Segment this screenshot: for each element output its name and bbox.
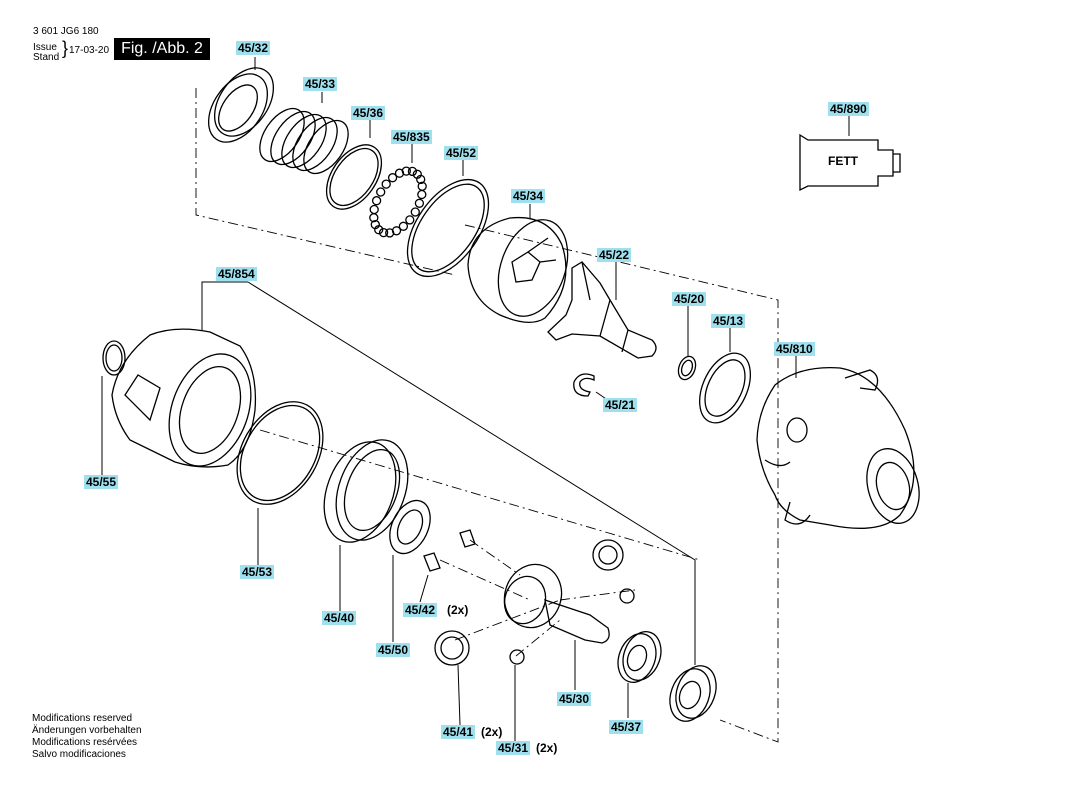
ball — [376, 187, 386, 197]
ball — [410, 207, 420, 217]
part-45-22-anvil — [547, 261, 657, 359]
callout-45-22[interactable]: 45/22 — [597, 248, 632, 262]
part-number: 3 601 JG6 180 — [33, 26, 99, 37]
quantity-45-42: (2x) — [447, 603, 469, 617]
callout-45-40[interactable]: 45/40 — [322, 611, 357, 625]
callout-45-32[interactable]: 45/32 — [236, 41, 271, 55]
part-45-854-hammer-case — [111, 328, 257, 468]
callout-45-810[interactable]: 45/810 — [774, 342, 815, 356]
callout-45-41[interactable]: 45/41 — [441, 725, 476, 739]
grease-label: FETT — [828, 154, 858, 168]
part-45-52-washer — [406, 178, 490, 278]
assembly-axis-lines — [195, 88, 779, 743]
footer-line-de: Änderungen vorbehalten — [32, 725, 142, 736]
issue-date: 17-03-20 — [69, 45, 110, 56]
ball — [414, 198, 425, 208]
part-45-21-circlip — [573, 373, 595, 397]
callout-45-13[interactable]: 45/13 — [711, 314, 746, 328]
part-45-34-hammer — [467, 216, 569, 323]
callout-45-21[interactable]: 45/21 — [603, 398, 638, 412]
part-45-31-balls — [509, 588, 635, 665]
callout-45-36[interactable]: 45/36 — [351, 106, 386, 120]
ball — [394, 168, 405, 178]
callout-45-854[interactable]: 45/854 — [216, 267, 257, 281]
callout-45-52[interactable]: 45/52 — [444, 146, 479, 160]
part-45-41-planet-gears — [434, 539, 624, 666]
issue-label: Issue — [33, 42, 57, 53]
ball — [405, 215, 415, 225]
part-45-890-grease-tube — [799, 133, 901, 192]
callout-45-835[interactable]: 45/835 — [391, 130, 432, 144]
ball — [391, 226, 402, 236]
part-45-13-washer — [699, 352, 751, 424]
callout-45-33[interactable]: 45/33 — [303, 77, 338, 91]
part-45-50-washer — [389, 499, 431, 555]
brace-icon: } — [62, 38, 69, 58]
quantity-45-31: (2x) — [536, 741, 558, 755]
ball — [378, 227, 389, 238]
ball — [387, 173, 398, 183]
leader-lines — [101, 57, 850, 742]
callout-45-890[interactable]: 45/890 — [828, 102, 869, 116]
callout-45-42[interactable]: 45/42 — [403, 603, 438, 617]
ball — [417, 189, 427, 200]
part-45-33-spring — [259, 107, 349, 175]
ball — [371, 196, 382, 206]
part-bearing-lower — [669, 665, 717, 722]
part-45-42-needle-pins — [423, 529, 476, 572]
footer-line-fr: Modifications resérvées — [32, 737, 138, 748]
callout-45-37[interactable]: 45/37 — [609, 720, 644, 734]
callout-45-34[interactable]: 45/34 — [511, 189, 546, 203]
ball — [370, 219, 380, 230]
ball — [401, 166, 411, 176]
ball — [407, 166, 418, 177]
ball — [416, 174, 426, 185]
callout-45-55[interactable]: 45/55 — [84, 475, 119, 489]
callout-45-53[interactable]: 45/53 — [240, 565, 275, 579]
callout-45-50[interactable]: 45/50 — [376, 643, 411, 657]
part-45-32-seal — [207, 67, 275, 143]
part-45-37-bearing — [617, 631, 662, 683]
part-45-835-ball-ring — [369, 166, 427, 238]
ball — [369, 204, 379, 215]
part-45-53-o-ring — [236, 401, 324, 505]
quantity-45-41: (2x) — [481, 725, 503, 739]
callout-45-30[interactable]: 45/30 — [557, 692, 592, 706]
callout-45-20[interactable]: 45/20 — [672, 292, 707, 306]
callout-45-31[interactable]: 45/31 — [496, 741, 531, 755]
part-45-810-housing — [756, 366, 920, 529]
part-45-20-ring — [677, 355, 697, 381]
part-45-30-spindle — [503, 563, 610, 644]
ball — [381, 179, 391, 189]
ball — [398, 221, 409, 231]
part-45-36-washer — [325, 144, 383, 210]
figure-label: Fig. /Abb. 2 — [114, 38, 210, 60]
ball — [385, 228, 395, 238]
stand-label: Stand — [33, 52, 60, 63]
footer-line-en: Modifications reserved — [32, 713, 133, 724]
footer-line-es: Salvo modificaciones — [32, 749, 126, 760]
part-45-55-o-ring — [102, 340, 126, 376]
part-45-40-ring-gear — [323, 439, 409, 543]
